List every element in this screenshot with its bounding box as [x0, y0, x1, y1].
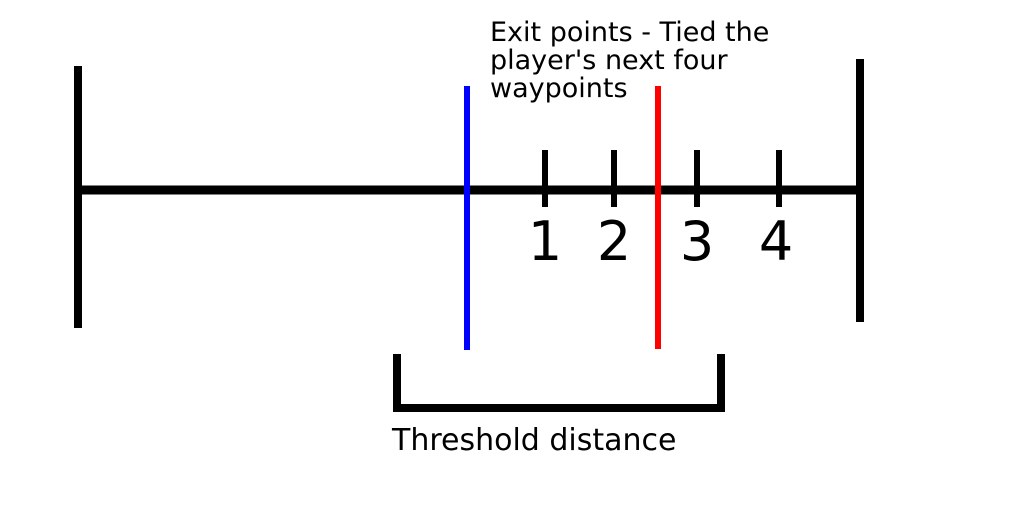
waypoint-label-4: 4: [759, 210, 793, 273]
exit-points-annotation-line-3: waypoints: [490, 73, 628, 104]
exit-points-annotation-line-2: player's next four: [490, 45, 728, 76]
threshold-distance-label: Threshold distance: [391, 423, 677, 458]
waypoint-label-3: 3: [680, 210, 714, 273]
waypoint-label-1: 1: [528, 210, 562, 273]
threshold-bracket: [393, 354, 725, 412]
waypoint-label-2: 2: [597, 210, 631, 273]
exit-points-annotation-line-1: Exit points - Tied the: [490, 17, 769, 48]
